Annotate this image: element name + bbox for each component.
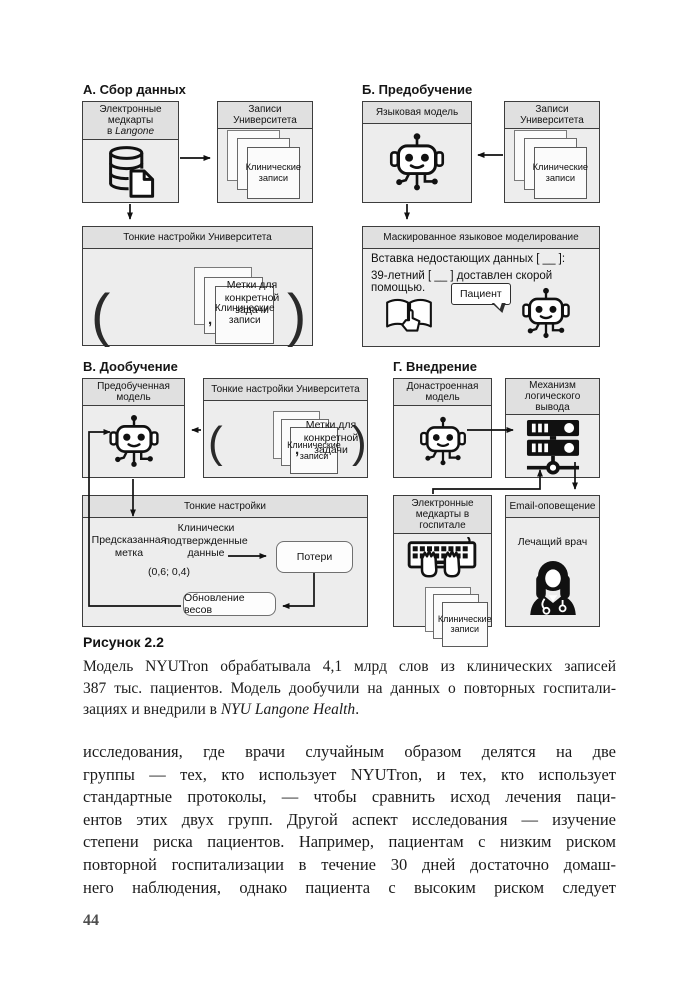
loss-box: Потери: [276, 541, 353, 573]
body-line: исследования, где врачи случайным образо…: [83, 742, 616, 761]
open-paren: (: [208, 418, 223, 467]
pretrained-model-header: Предобученная модель: [83, 379, 184, 406]
clinical-notes-papers: Клинические записи: [424, 587, 492, 649]
tuned-model-header: Донастроенная модель: [394, 379, 491, 406]
clinical-notes-label: Клинические записи: [437, 613, 492, 635]
robot-icon: [104, 412, 164, 472]
panel-d-title: Г. Внедрение: [393, 359, 477, 374]
language-model-header: Языковая модель: [363, 102, 471, 124]
attending-doctor-label: Лечащий врач: [517, 536, 588, 548]
training-loop-box: Тонкие настройки Предсказанная метка (0,…: [82, 495, 368, 627]
weight-update-box: Обновление весов: [183, 592, 276, 616]
ehr-langone-header: Электронные медкарты в Langone: [83, 102, 178, 140]
body-paragraph: исследования, где врачи случайным образо…: [83, 741, 616, 899]
university-records-box-a: Записи Университета Клинические записи: [217, 101, 313, 203]
panel-b-title: Б. Предобучение: [362, 82, 473, 97]
caption-line: Модель NYUTron обрабатывала 4,1 млрд сло…: [83, 658, 616, 675]
robot-icon: [384, 130, 450, 196]
page-number: 44: [83, 912, 99, 929]
training-loop-header: Тонкие настройки: [83, 496, 367, 518]
clinical-notes-label: Клинические записи: [214, 303, 275, 326]
confirmed-data-text: Клинически подтвержденные данные: [164, 522, 248, 559]
university-records-box-b: Записи Университета Клинические записи: [504, 101, 600, 203]
email-alert-header: Email-оповещение: [506, 496, 599, 518]
task-labels-text: Метки для конкретной задачи: [224, 279, 280, 316]
close-paren: ): [287, 283, 307, 348]
hospital-ehr-box: Электронные медкарты в госпитале Клиниче…: [393, 495, 492, 647]
hospital-ehr-header: Электронные медкарты в госпитале: [394, 496, 491, 534]
predicted-values-text: (0,6; 0,4): [147, 566, 191, 578]
masked-lm-header: Маскированное языковое моделирование: [363, 227, 599, 249]
language-model-box: Языковая модель: [362, 101, 472, 203]
comma: ,: [208, 311, 213, 328]
finetune-data-box-a: Тонкие настройки Университета ( Клиничес…: [82, 226, 313, 346]
clinical-notes-papers: Клинические записи: [272, 411, 341, 477]
body-line: него наблюдения, однако пациента с высок…: [83, 877, 616, 897]
robot-icon: [517, 285, 575, 343]
mlm-example-line2: 39-летний [ __ ] доставлен скорой помощь…: [371, 270, 553, 294]
comma: ,: [295, 441, 300, 458]
panel-c-title: В. Дообучение: [83, 359, 178, 374]
book-reading-hand-icon: [383, 289, 435, 341]
body-line: степени риска пациентов. Например, пацие…: [83, 832, 616, 852]
caption-line: 387 тыс. пациентов. Модель дообучили на …: [83, 679, 616, 697]
ehr-langone-box: Электронные медкарты в Langone: [82, 101, 179, 203]
clinical-notes-label: Клинические записи: [287, 440, 341, 461]
body-line: ентов этих двух групп. Другой аспект исс…: [83, 809, 616, 829]
close-paren: ): [352, 418, 367, 467]
database-document-icon: [101, 141, 161, 201]
clinical-notes-label: Клинические записи: [532, 161, 589, 183]
inference-engine-box: Механизм логического вывода: [505, 378, 600, 478]
keyboard-typing-icon: [406, 537, 478, 587]
email-alert-box: Email-оповещение Лечащий врач: [505, 495, 600, 627]
university-records-header-a: Записи Университета: [218, 102, 312, 129]
body-line: группы — тех, кто использует NYUTron, и …: [83, 764, 616, 784]
predicted-label-text: Предсказанная метка: [91, 534, 167, 559]
university-records-header-b: Записи Университета: [505, 102, 599, 129]
clinical-notes-papers: Клинические записи: [193, 267, 278, 347]
clinical-notes-papers: Клинические записи: [227, 129, 303, 202]
doctor-icon: [523, 558, 583, 618]
body-line: стандартные протоколы, — чтобы сравнить …: [83, 787, 616, 807]
panel-a-title: А. Сбор данных: [83, 82, 186, 97]
figure-label: Рисунок 2.2: [83, 634, 164, 650]
finetune-data-header-a: Тонкие настройки Университета: [83, 227, 312, 249]
robot-icon: [415, 414, 471, 470]
clinical-notes-papers: Клинические записи: [514, 129, 590, 202]
inference-engine-header: Механизм логического вывода: [506, 379, 599, 415]
clinical-notes-label: Клинические записи: [245, 161, 302, 183]
caption-line: зациях и внедрили в NYU Langone Health.: [83, 701, 360, 718]
masked-lm-box: Маскированное языковое моделирование Вст…: [362, 226, 600, 347]
server-icon: [522, 415, 584, 477]
tuned-model-box: Донастроенная модель: [393, 378, 492, 478]
finetune-data-box-c: Тонкие настройки Университета ( Клиничес…: [203, 378, 368, 478]
mlm-example-line1: Вставка недостающих данных [ __ ]:: [371, 253, 566, 265]
body-line: повторной госпитализации в течение 30 дн…: [83, 854, 616, 874]
patient-speech-bubble: Пациент: [451, 283, 511, 305]
task-labels-text: Метки для конкретной задачи: [303, 419, 359, 456]
finetune-data-header-c: Тонкие настройки Университета: [204, 379, 367, 401]
figure-caption: Модель NYUTron обрабатывала 4,1 млрд сло…: [83, 656, 616, 721]
open-paren: (: [91, 283, 111, 348]
pretrained-model-box: Предобученная модель: [82, 378, 185, 478]
